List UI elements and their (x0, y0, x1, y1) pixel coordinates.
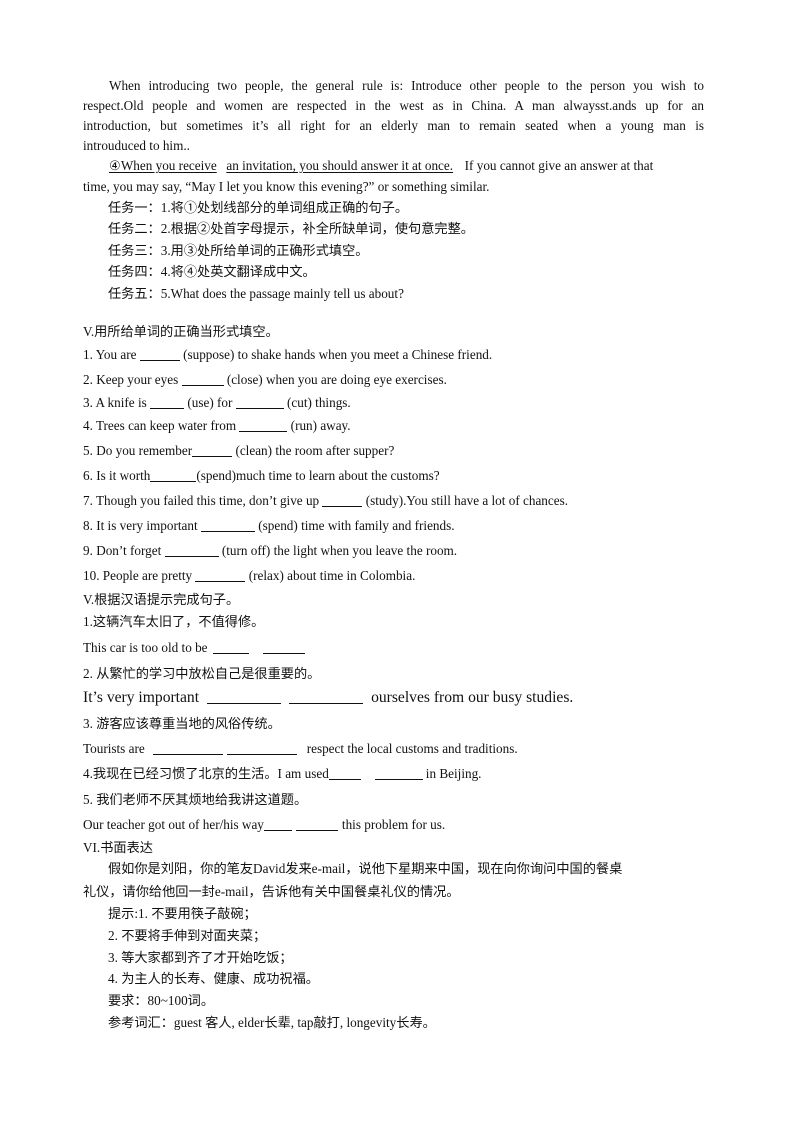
answer-blank[interactable] (181, 384, 224, 386)
answer-blank[interactable] (289, 702, 364, 704)
item-text: 10. People are pretty (83, 568, 196, 583)
item-text: (study).You still have a lot of chances. (362, 493, 569, 508)
answer-blank[interactable] (322, 505, 363, 507)
exercise-item-6: 6. Is it worth (spend)much time to learn … (83, 468, 440, 484)
exercise-item-7: 7. Though you failed this time, don’t gi… (83, 493, 568, 509)
item-text: 2. Keep your eyes (83, 372, 182, 387)
item-text: 4. Trees can keep water from (83, 418, 240, 433)
answer-blank[interactable] (164, 555, 219, 557)
translation-q5-english: Our teacher got out of her/his way this p… (83, 817, 445, 833)
passage-line-5-rest: If you cannot give an answer at that (464, 158, 654, 173)
section-heading-fill-blanks: V.用所给单词的正确当形式填空。 (83, 324, 279, 339)
writing-hint-2: 2. 不要将手伸到对面夹菜； (108, 928, 267, 943)
answer-blank[interactable] (200, 530, 255, 532)
item-text: (relax) about time in Colombia. (245, 568, 416, 583)
item-text: 3. A knife is (83, 395, 151, 410)
item-text: (turn off) the light when you leave the … (218, 543, 458, 558)
item-text: (close) when you are doing eye exercises… (223, 372, 447, 387)
answer-blank[interactable] (235, 407, 284, 409)
exercise-item-1: 1. You are (suppose) to shake hands when… (83, 347, 492, 363)
item-text: (run) away. (287, 418, 351, 433)
answer-blank[interactable] (295, 829, 338, 831)
item-text: respect the local customs and traditions… (306, 741, 518, 756)
translation-q4: 4.我现在已经习惯了北京的生活。I am used in Beijing. (83, 766, 481, 782)
item-text: this problem for us. (341, 817, 446, 832)
item-text: in Beijing. (425, 766, 482, 781)
item-text: Tourists are (83, 741, 145, 756)
answer-blank[interactable] (374, 778, 423, 780)
writing-hint-3: 3. 等大家都到齐了才开始吃饭； (108, 950, 293, 965)
exercise-item-2: 2. Keep your eyes (close) when you are d… (83, 372, 447, 388)
translation-q3-chinese: 3. 游客应该尊重当地的风俗传统。 (83, 716, 281, 731)
item-text: Our teacher got out of her/his way (83, 817, 264, 832)
passage-line-6: time, you may say, “May I let you know t… (83, 179, 490, 194)
item-text: This car is too old to be (83, 640, 208, 655)
item-text: 7. Though you failed this time, don’t gi… (83, 493, 323, 508)
translation-q2-english: It’s very important ourselves from our bu… (83, 689, 573, 708)
translation-q3-english: Tourists are respect the local customs an… (83, 741, 518, 757)
task-4: 任务四：4.将④处英文翻译成中文。 (108, 264, 316, 279)
item-text: 8. It is very important (83, 518, 201, 533)
writing-hint-1: 提示:1. 不要用筷子敲碗； (108, 906, 257, 921)
answer-blank[interactable] (262, 652, 305, 654)
translation-q2-chinese: 2. 从繁忙的学习中放松自己是很重要的。 (83, 666, 321, 681)
answer-blank[interactable] (192, 455, 233, 457)
writing-prompt-line-2: 礼仪，请你给他回一封e-mail，告诉他有关中国餐桌礼仪的情况。 (83, 884, 460, 899)
item-text: (cut) things. (283, 395, 351, 410)
answer-blank[interactable] (150, 407, 185, 409)
passage-line-3: introduction, but sometimes it’s all rig… (83, 118, 704, 133)
exercise-item-8: 8. It is very important (spend) time wit… (83, 518, 455, 534)
answer-blank[interactable] (152, 753, 223, 755)
item-text: (use) for (184, 395, 236, 410)
passage-line-4: introuduced to him.. (83, 138, 190, 153)
item-text: (clean) the room after supper? (232, 443, 395, 458)
underlined-sentence: an invitation, you should answer it at o… (226, 158, 454, 173)
answer-blank[interactable] (226, 753, 297, 755)
item-text: (spend) time with family and friends. (254, 518, 455, 533)
writing-requirement: 要求：80~100词。 (108, 993, 215, 1008)
answer-blank[interactable] (150, 480, 197, 482)
exercise-item-4: 4. Trees can keep water from (run) away. (83, 418, 351, 434)
item-text: (spend)much time to learn about the cust… (196, 468, 440, 483)
task-3: 任务三：3.用③处所给单词的正确形式填空。 (108, 243, 369, 258)
translation-q5-chinese: 5. 我们老师不厌其烦地给我讲这道题。 (83, 792, 308, 807)
task-5: 任务五：5.What does the passage mainly tell … (108, 286, 404, 301)
translation-q1-english: This car is too old to be (83, 640, 305, 656)
answer-blank[interactable] (195, 580, 246, 582)
passage-line-1: When introducing two people, the general… (109, 78, 704, 93)
item-text: ourselves from our busy studies. (371, 689, 574, 706)
exercise-item-10: 10. People are pretty (relax) about time… (83, 568, 415, 584)
item-text: (suppose) to shake hands when you meet a… (179, 347, 493, 362)
task-2: 任务二：2.根据②处首字母提示，补全所缺单词，使句意完整。 (108, 221, 474, 236)
section-heading-writing: VI.书面表达 (83, 840, 153, 855)
exercise-item-3: 3. A knife is (use) for (cut) things. (83, 395, 351, 411)
answer-blank[interactable] (207, 702, 282, 704)
writing-prompt-line-1: 假如你是刘阳，你的笔友David发来e-mail，说他下星期来中国，现在向你询问… (108, 861, 623, 876)
writing-hint-4: 4. 为主人的长寿、健康、成功祝福。 (108, 971, 319, 986)
exercise-item-9: 9. Don’t forget (turn off) the light whe… (83, 543, 457, 559)
item-text: It’s very important (83, 689, 200, 706)
exercise-item-5: 5. Do you remember (clean) the room afte… (83, 443, 394, 459)
passage-line-5: ④When you receive an invitation, you sho… (109, 158, 704, 174)
answer-blank[interactable] (212, 652, 249, 654)
item-text: 1. You are (83, 347, 140, 362)
task-1: 任务一：1.将①处划线部分的单词组成正确的句子。 (108, 200, 409, 215)
passage-line-2: respect.Old people and women are respect… (83, 98, 704, 113)
underlined-lead: ④When you receive (109, 158, 217, 173)
section-heading-complete-sentences: V.根据汉语提示完成句子。 (83, 592, 240, 607)
item-text: 6. Is it worth (83, 468, 151, 483)
item-text: 9. Don’t forget (83, 543, 165, 558)
answer-blank[interactable] (328, 778, 361, 780)
answer-blank[interactable] (263, 829, 292, 831)
writing-vocabulary: 参考词汇：guest 客人, elder长辈, tap敲打, longevity… (108, 1015, 436, 1030)
answer-blank[interactable] (139, 359, 180, 361)
answer-blank[interactable] (239, 430, 288, 432)
translation-q1-chinese: 1.这辆汽车太旧了，不值得修。 (83, 614, 265, 629)
item-text: 5. Do you remember (83, 443, 193, 458)
item-text: 4.我现在已经习惯了北京的生活。I am used (83, 766, 329, 781)
